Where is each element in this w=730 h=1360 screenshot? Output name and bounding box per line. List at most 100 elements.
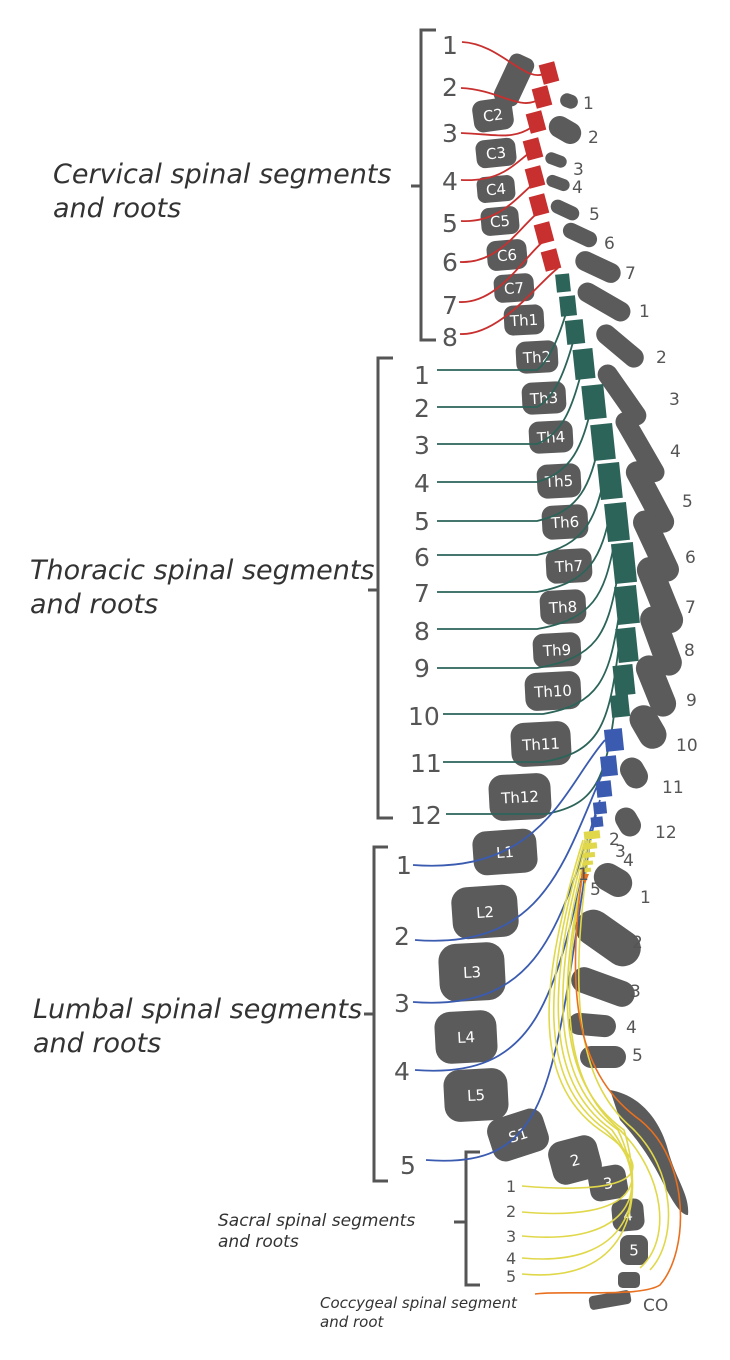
spinous-process-th9 (635, 655, 677, 717)
vertebra-s2: 2 (548, 1135, 602, 1185)
process-number-l3: 3 (630, 982, 641, 1002)
coccygeal-title-line1: Coccygeal spinal segment (320, 1294, 517, 1312)
lumbal-title: Lumbal spinal segments and roots (33, 993, 362, 1061)
thoracic-number-10: 10 (408, 702, 440, 731)
cervical-number-3: 3 (442, 119, 458, 148)
vertebra-l4-label: L4 (457, 1028, 476, 1047)
vertebra-co2-shape (588, 1290, 632, 1310)
process-number-th11: 11 (662, 778, 684, 798)
process-number-th8: 8 (684, 641, 695, 661)
cord-segment-c3 (525, 110, 547, 134)
sacral-number-4: 4 (506, 1249, 516, 1268)
process-number-l4: 4 (626, 1018, 637, 1038)
spinous-process-th7 (636, 556, 684, 634)
root-sacral-cauda-2 (577, 859, 670, 1271)
vertebra-th1: Th1 (503, 304, 545, 336)
vertebra-th6: Th6 (541, 504, 589, 540)
lumbal-number-3: 3 (394, 989, 410, 1018)
process-number-l2: 2 (632, 933, 643, 953)
spinous-process-c1 (560, 93, 578, 109)
spinous-process-l1 (593, 863, 633, 897)
sacral-crest (610, 1090, 689, 1215)
cervical-number-2: 2 (442, 73, 458, 102)
cord-segment-th7 (597, 461, 623, 501)
vertebra-l3-label: L3 (463, 963, 482, 982)
spinous-processes (545, 93, 689, 1215)
process-number-th5: 5 (682, 492, 693, 512)
spinous-process-th4 (615, 411, 665, 483)
vertebra-th6-shape (541, 504, 589, 540)
thoracic-number-4: 4 (414, 469, 430, 498)
cord-segment-l5 (590, 816, 604, 828)
spinous-process-c3 (545, 152, 567, 168)
vertebra-s2-shape (548, 1135, 602, 1185)
vertebra-c6-shape (486, 239, 528, 271)
root-lumbal-1 (412, 739, 606, 867)
sacral-number-1: 1 (506, 1177, 516, 1196)
cord-segment-c4 (522, 137, 544, 161)
root-thoracic-9 (437, 579, 618, 669)
cord-segment-th10 (614, 584, 640, 626)
vertebra-l5-shape (443, 1068, 509, 1122)
sacral-bracket (454, 1150, 480, 1287)
vertebra-c7-shape (493, 273, 535, 303)
root-thoracic-10 (443, 614, 620, 715)
vertebra-th1-shape (503, 304, 545, 336)
vertebra-th11: Th11 (510, 721, 572, 767)
sacral-number-3: 3 (506, 1227, 516, 1246)
process-number-th9: 9 (686, 691, 697, 711)
vertebra-th2-shape (515, 340, 559, 374)
coccygeal-title: Coccygeal spinal segment and root (320, 1294, 517, 1332)
segment-labels: CO12345671234567891011121234523451123456… (394, 31, 698, 1316)
vertebra-l5-label: L5 (467, 1086, 486, 1105)
thoracic-number-9: 9 (414, 654, 430, 683)
vertebra-th10-shape (524, 671, 582, 711)
spinous-process-th6 (633, 510, 679, 582)
thoracic-number-11: 11 (410, 749, 442, 778)
process-number-th10: 10 (676, 736, 698, 756)
vertebra-th8-label: Th8 (547, 598, 577, 618)
spinous-process-c4 (546, 174, 570, 192)
process-number-c7: 7 (625, 264, 636, 284)
vertebra-th5-label: Th5 (543, 472, 573, 492)
process-number-c5: 5 (589, 205, 600, 225)
spinous-process-c7 (575, 251, 621, 283)
spinous-process-l3 (571, 967, 635, 1007)
vertebra-c2: C2 (472, 97, 514, 133)
root-sacral-cauda-1 (568, 859, 661, 1269)
thoracic-title-line1: Thoracic spinal segments (30, 555, 375, 586)
root-thoracic-8 (437, 544, 615, 630)
lumbal-title-line2: and roots (33, 1027, 162, 1059)
process-number-th1: 1 (639, 302, 650, 322)
cord-segment-s4 (582, 860, 594, 866)
cervical-number-6: 6 (442, 248, 458, 277)
sacral-title-line2: and roots (218, 1232, 299, 1253)
lumbal-number-4: 4 (394, 1057, 410, 1086)
cord-segment-th1 (555, 273, 571, 293)
cord-segment-c2 (531, 85, 553, 109)
vertebra-th7-label: Th7 (553, 557, 583, 577)
vertebra-th11-shape (510, 721, 572, 767)
vertebra-c1-dens-shape (493, 53, 535, 107)
root-sacral-4 (521, 839, 633, 1260)
cord-segment-l2 (599, 755, 619, 777)
vertebra-th10-label: Th10 (533, 682, 573, 702)
spinous-process-c5 (550, 199, 580, 221)
spinous-process-th11 (620, 757, 648, 789)
thoracic-number-8: 8 (414, 617, 430, 646)
vertebra-c3-shape (475, 137, 517, 169)
vertebra-l4: L4 (434, 1010, 498, 1064)
vertebra-th1-label: Th1 (508, 311, 538, 331)
vertebra-s3-label: 3 (602, 1174, 615, 1193)
spinous-process-l2 (575, 909, 641, 967)
lumbal-number-1: 1 (396, 851, 412, 880)
thoracic-number-6: 6 (414, 543, 430, 572)
vertebra-c2-label: C2 (482, 105, 504, 126)
process-number-l5: 5 (632, 1046, 643, 1066)
lumbal-number-2: 2 (394, 922, 410, 951)
root-thoracic-2 (437, 334, 576, 408)
root-cervical-1 (461, 41, 548, 76)
vertebra-c7: C7 (493, 273, 535, 303)
vertebra-th4: Th4 (528, 420, 574, 454)
cord-label-l4: 4 (623, 851, 634, 871)
